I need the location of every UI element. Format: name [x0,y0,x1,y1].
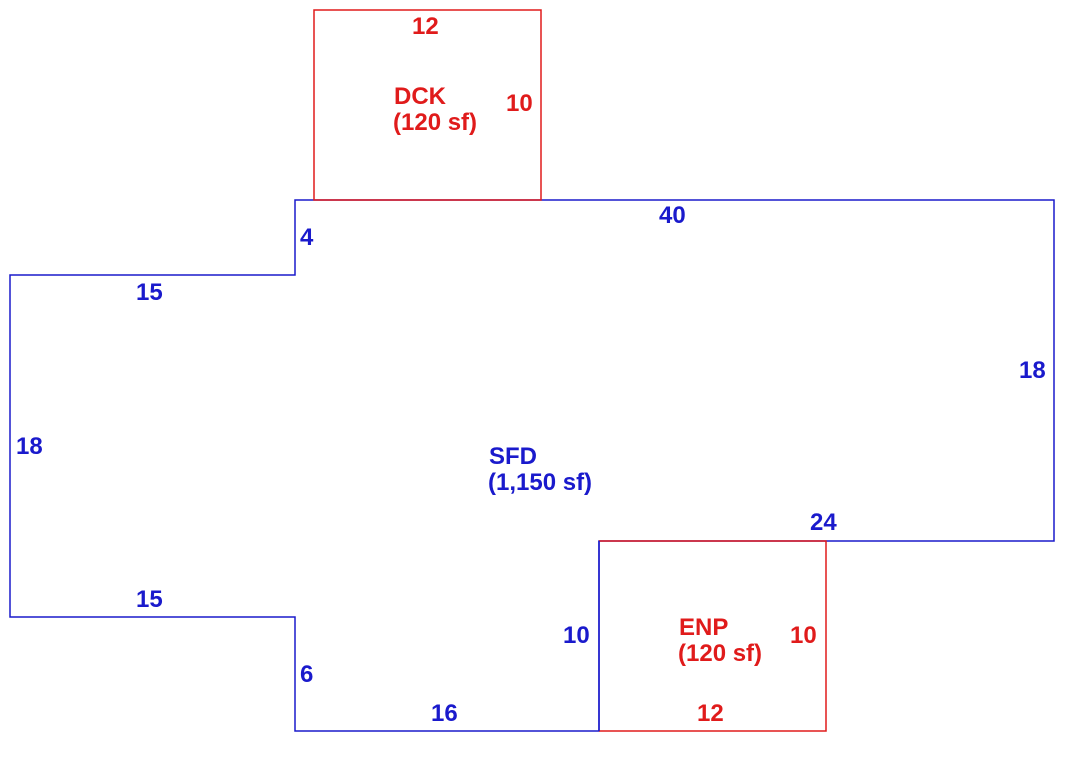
enp-code: ENP [679,614,728,641]
sfd-dim-upper-left: 15 [136,279,163,306]
dck-dim-side: 10 [506,90,533,117]
enp-dim-side: 10 [790,622,817,649]
dck-dim-top: 12 [412,13,439,40]
sfd-area: (1,150 sf) [488,469,592,496]
sfd-dim-bottom: 16 [431,700,458,727]
dck-area: (120 sf) [393,109,477,136]
enp-dim-bottom: 12 [697,700,724,727]
enp-area: (120 sf) [678,640,762,667]
sfd-dim-bottom-step: 6 [300,661,313,688]
sfd-dim-right: 18 [1019,357,1046,384]
dck-code: DCK [394,83,447,110]
sfd-outline [9,199,1055,732]
sfd-dim-left: 18 [16,433,43,460]
sfd-dim-lower-left: 15 [136,586,163,613]
enp-outline [599,540,827,732]
sfd-dim-notch-top: 24 [810,509,837,536]
sfd-code: SFD [489,443,537,470]
sfd-dim-notch-side: 10 [563,622,590,649]
sfd-dim-left-step: 4 [300,224,314,251]
dck-outline [313,9,542,201]
sfd-dim-top: 40 [659,202,686,229]
